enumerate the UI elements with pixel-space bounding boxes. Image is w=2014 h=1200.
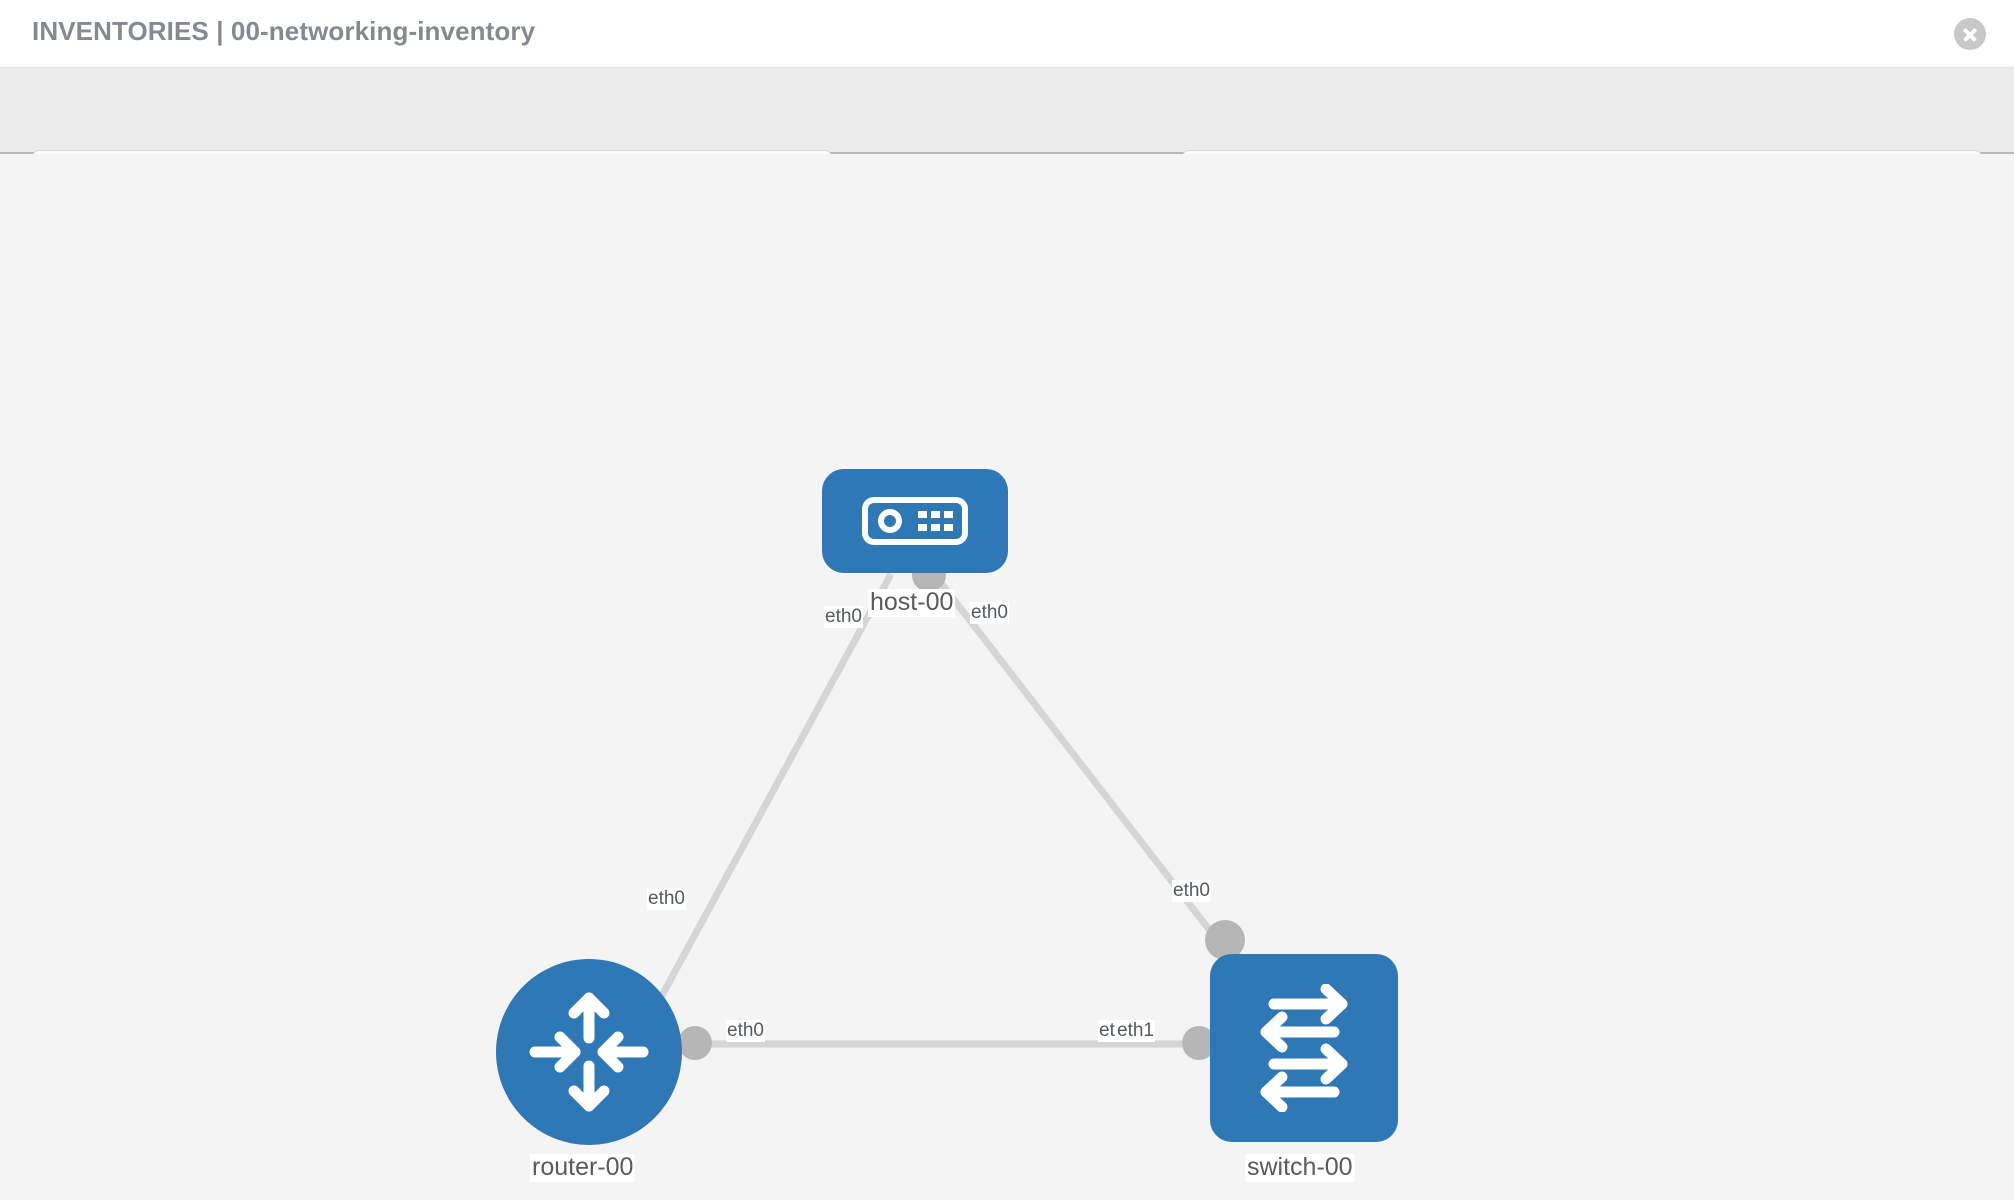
node-router-00[interactable]	[496, 959, 682, 1145]
iface-label-switch00-router00-eth1: eth1	[1116, 1020, 1155, 1042]
node-host-00-shape	[822, 469, 1008, 573]
switch-arrows-icon	[1260, 984, 1348, 1112]
node-host-00[interactable]	[822, 469, 1008, 573]
close-icon[interactable]	[1954, 18, 1986, 50]
iface-label-router00-host00: eth0	[647, 888, 686, 910]
window-header: INVENTORIES | 00-networking-inventory	[0, 0, 2014, 68]
iface-label-router00-switch00: eth0	[726, 1020, 765, 1042]
iface-label-host00-router00: eth0	[824, 606, 863, 628]
nub-router00-right	[678, 1026, 712, 1060]
node-router-00-label: router-00	[530, 1153, 636, 1182]
topology-links	[656, 571, 1231, 1048]
node-switch-00-shape	[1210, 954, 1398, 1142]
iface-label-switch00-host00: eth0	[1172, 880, 1211, 902]
node-router-00-shape	[496, 959, 682, 1145]
iface-label-host00-switch00: eth0	[970, 602, 1009, 624]
router-arrows-icon	[529, 992, 649, 1112]
server-icon	[862, 497, 968, 545]
node-switch-00-label: switch-00	[1245, 1153, 1355, 1182]
node-switch-00[interactable]	[1210, 954, 1398, 1142]
topology-canvas[interactable]: host-00 router-00	[0, 154, 2014, 1200]
toolbar: ACTIONS SEARCH	[0, 68, 2014, 204]
link-host00-router00	[656, 572, 895, 1001]
nub-switch00-top	[1205, 920, 1245, 960]
page-title: INVENTORIES | 00-networking-inventory	[32, 16, 536, 46]
node-host-00-label: host-00	[868, 588, 956, 617]
